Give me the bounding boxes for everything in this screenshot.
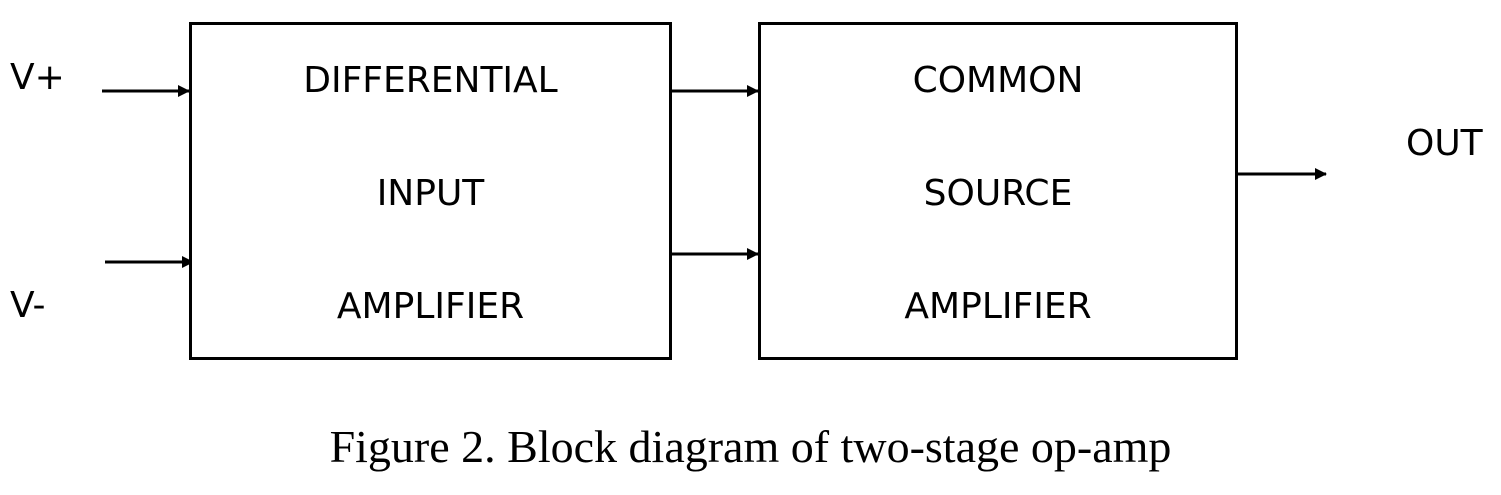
block-1-line-3: AMPLIFIER bbox=[336, 286, 525, 327]
block-2-line-2: SOURCE bbox=[923, 173, 1073, 214]
output-label: OUT bbox=[1406, 123, 1483, 164]
v-plus-label: V+ bbox=[10, 57, 65, 98]
common-source-amplifier-block: COMMON SOURCE AMPLIFIER bbox=[758, 22, 1238, 360]
block-1-line-1: DIFFERENTIAL bbox=[303, 60, 558, 101]
block-1-line-2: INPUT bbox=[376, 173, 485, 214]
block-2-line-3: AMPLIFIER bbox=[904, 286, 1092, 327]
differential-input-amplifier-block: DIFFERENTIAL INPUT AMPLIFIER bbox=[189, 22, 672, 360]
v-minus-label: V- bbox=[10, 285, 46, 326]
block-2-line-1: COMMON bbox=[912, 60, 1084, 101]
figure-caption: Figure 2. Block diagram of two-stage op-… bbox=[329, 421, 1172, 472]
